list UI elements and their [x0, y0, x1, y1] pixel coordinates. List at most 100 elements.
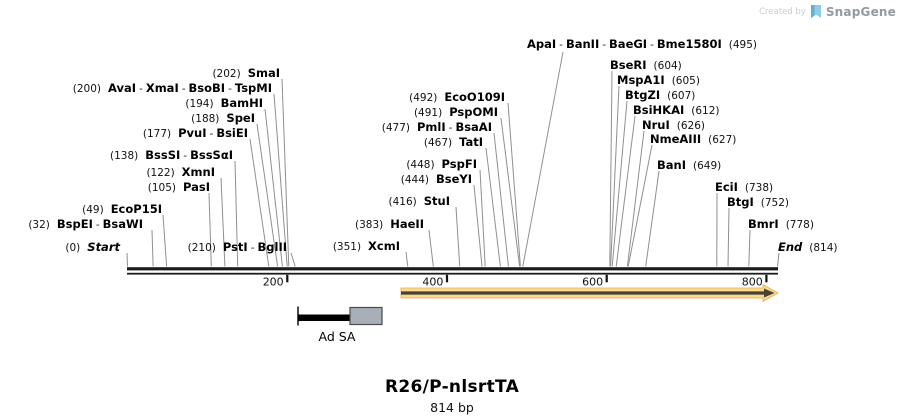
site-separator: -: [650, 39, 654, 51]
site-label-PstI-BglII[interactable]: (210)PstI-BglII: [188, 239, 287, 255]
site-label-BtgZI[interactable]: BtgZI (607): [625, 87, 695, 103]
enzyme-name: XmnI: [181, 165, 215, 179]
feature-ad-sa[interactable]: [297, 306, 383, 326]
enzyme-name: SpeI: [226, 111, 255, 125]
site-position: (105): [147, 182, 176, 194]
site-connector-Start: [126, 252, 128, 267]
site-position: (0): [65, 242, 81, 254]
enzyme-name: BaeGI: [609, 37, 648, 51]
site-label-AvaI-XmaI-BsoBI-TspMI[interactable]: (200)AvaI-XmaI-BsoBI-TspMI: [73, 80, 272, 96]
enzyme-name: PasI: [182, 180, 210, 194]
site-position: (814): [809, 242, 838, 254]
site-position: (649): [693, 160, 722, 172]
site-connector-StuI: [455, 206, 461, 267]
site-label-SpeI[interactable]: (188)SpeI: [191, 110, 255, 126]
enzyme-name: BssSI: [145, 148, 181, 162]
site-label-PasI[interactable]: (105) PasI: [148, 179, 210, 195]
enzyme-name: NruI: [642, 118, 670, 132]
site-separator: -: [448, 122, 453, 134]
enzyme-name: MspA1I: [617, 73, 665, 87]
site-position: (477): [381, 122, 410, 134]
site-separator: -: [602, 39, 607, 51]
site-position: (607): [667, 90, 696, 102]
site-connector-AvaI: [273, 93, 288, 267]
site-label-EcoP15I[interactable]: (49)EcoP15I: [82, 201, 162, 217]
snapgene-flag-icon: [810, 5, 821, 18]
site-label-EciI[interactable]: EciI(738): [715, 179, 773, 195]
enzyme-name: PvuI: [178, 126, 207, 140]
site-separator: -: [559, 39, 563, 51]
enzyme-name: SmaI: [247, 66, 280, 80]
enzyme-name: BsaAI: [455, 120, 492, 134]
enzyme-name: BseYI: [435, 172, 472, 186]
site-label-StuI[interactable]: (416)StuI: [389, 193, 450, 209]
enzyme-name: BanII: [565, 37, 600, 51]
feature-arrow[interactable]: [400, 283, 779, 303]
enzyme-name: EcoO109I: [444, 90, 505, 104]
site-connector-BtgI: [727, 207, 730, 267]
site-position: (738): [744, 182, 774, 194]
site-connector-BssSI: [234, 160, 239, 267]
enzyme-name: PmlI: [417, 120, 446, 134]
site-label-PvuI-BsiEI[interactable]: (177)PvuI-BsiEI: [143, 125, 248, 141]
site-label-PspOMI[interactable]: (491)PspOMI: [414, 104, 498, 120]
site-connector-BamHI: [264, 108, 283, 267]
site-connector-BspEI: [151, 229, 154, 267]
site-position: (194): [185, 98, 214, 110]
site-label-NmeAIII[interactable]: NmeAIII(627): [650, 131, 736, 147]
site-label-End[interactable]: End(814): [778, 239, 838, 255]
enzyme-name: BsoBI: [188, 81, 226, 95]
enzyme-name: BamHI: [220, 96, 263, 110]
site-label-TatI[interactable]: (467)TatI: [424, 134, 483, 150]
enzyme-name: BsiEI: [216, 126, 248, 140]
site-position: (778): [785, 219, 814, 231]
site-separator: -: [181, 83, 186, 95]
site-label-Start[interactable]: (0)Start: [65, 239, 120, 255]
site-label-BseYI[interactable]: (444)BseYI: [401, 171, 472, 187]
site-label-PmlI-BsaAI[interactable]: (477) PmlI-BsaAI: [382, 119, 492, 135]
site-connector-EcoP15I: [162, 214, 168, 267]
site-separator: -: [228, 83, 232, 95]
site-position: (612): [691, 105, 720, 117]
watermark: Created by SnapGene: [759, 5, 896, 19]
site-position: (351): [332, 241, 362, 253]
site-label-BseRI[interactable]: BseRI(604): [610, 57, 682, 73]
enzyme-name: BmrI: [748, 217, 779, 231]
site-connector-ApaI: [522, 51, 564, 267]
enzyme-name: PspOMI: [449, 105, 498, 119]
site-label-NruI[interactable]: NruI(626): [642, 117, 705, 133]
site-connector-BseYI: [473, 184, 483, 267]
enzyme-name: ApaI: [527, 37, 557, 51]
enzyme-name: TatI: [459, 135, 483, 149]
enzyme-name: BtgZI: [625, 88, 661, 102]
site-position: (32): [28, 219, 50, 231]
site-connector-PspOMI: [500, 117, 521, 267]
site-label-BsiHKAI[interactable]: BsiHKAI(612): [633, 102, 720, 118]
enzyme-name: BglII: [257, 240, 288, 254]
site-position: (210): [187, 242, 216, 254]
map-backbone-top: [127, 267, 778, 271]
site-connector-NmeAIII: [627, 144, 653, 267]
site-label-HaeII[interactable]: (383)HaeII: [355, 216, 424, 232]
site-label-BmrI[interactable]: BmrI (778): [748, 216, 814, 232]
site-connector-XmnI: [220, 177, 226, 267]
enzyme-name: TspMI: [234, 81, 272, 95]
site-label-PspFI[interactable]: (448)PspFI: [406, 156, 477, 172]
site-connector-PspFI: [479, 169, 486, 267]
site-connector-SpeI: [256, 123, 279, 267]
ruler-label-600: 600: [582, 276, 603, 289]
site-label-ApaI-BanII-BaeGI-Bme1580I[interactable]: ApaI-BanII-BaeGI-Bme1580I(495): [527, 36, 757, 52]
enzyme-name: BssSαI: [190, 148, 233, 162]
feature-label-ad-sa[interactable]: Ad SA: [318, 329, 356, 344]
site-label-BamHI[interactable]: (194) BamHI: [185, 95, 263, 111]
site-label-EcoO109I[interactable]: (492)EcoO109I: [409, 89, 505, 105]
site-label-BspEI-BsaWI[interactable]: (32)BspEI-BsaWI: [28, 216, 143, 232]
site-connector-TatI: [485, 147, 501, 267]
site-label-MspA1I[interactable]: MspA1I(605): [617, 72, 700, 88]
site-label-BssSI-BssSαI[interactable]: (138)BssSI-BssSαI: [110, 147, 233, 163]
site-label-BanI[interactable]: BanI(649): [657, 157, 721, 173]
site-label-SmaI[interactable]: (202)SmaI: [212, 65, 280, 81]
site-label-XcmI[interactable]: (351)XcmI: [333, 238, 400, 254]
site-label-BtgI[interactable]: BtgI(752): [727, 194, 789, 210]
site-label-XmnI[interactable]: (122)XmnI: [146, 164, 215, 180]
